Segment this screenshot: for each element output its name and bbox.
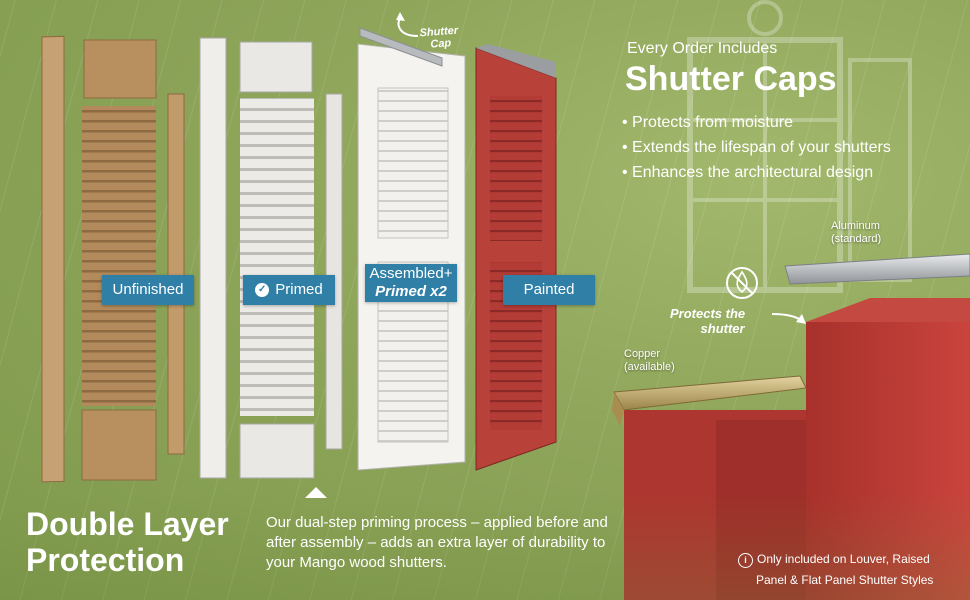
primed-rail-top <box>239 41 313 93</box>
label-unfinished: Unfinished <box>102 275 194 305</box>
aluminum-cap <box>784 253 970 285</box>
copper-cap <box>613 375 807 411</box>
wood-stile-right <box>167 93 185 455</box>
primed-stile-right <box>325 93 343 450</box>
caps-intro: Every Order Includes <box>627 40 778 57</box>
copper-note: (available) <box>624 361 675 373</box>
curved-arrow-icon <box>397 17 419 37</box>
wood-rail-bottom <box>81 409 157 481</box>
protection-title-line2: Protection <box>26 542 185 578</box>
protection-title: Double Layer Protection <box>26 506 229 578</box>
check-badge-icon: ✓ <box>255 283 270 297</box>
protects-line1: Protects the <box>670 306 746 321</box>
copper-name: Copper <box>624 348 661 360</box>
benefit-item: Enhances the architectural design <box>622 160 891 185</box>
label-assembled-line2: Primed x2 <box>375 283 447 300</box>
copper-cap-shutter <box>612 375 807 600</box>
info-icon: i <box>738 553 753 568</box>
pointer-triangle <box>305 487 327 498</box>
protects-callout: Protects the shutter <box>670 306 745 336</box>
label-primed: ✓ Primed <box>243 275 335 305</box>
aluminum-note: (standard) <box>831 233 882 245</box>
wood-stile-left <box>41 35 65 483</box>
copper-label: Copper (available) <box>624 348 675 374</box>
aluminum-label: Aluminum (standard) <box>831 220 881 246</box>
red-shutter-box <box>806 322 970 600</box>
benefit-item: Protects from moisture <box>622 110 891 135</box>
label-painted-text: Painted <box>523 281 575 298</box>
benefit-item: Extends the lifespan of your shutters <box>622 135 891 160</box>
footnote-line1: Only included on Louver, Raised <box>757 552 930 566</box>
benefits-list: Protects from moisture Extends the lifes… <box>622 110 891 185</box>
caps-title: Shutter Caps <box>625 60 837 98</box>
aluminum-name: Aluminum <box>831 220 880 232</box>
label-primed-text: Primed <box>275 281 323 298</box>
wood-louvers <box>82 106 156 406</box>
primed-shutter-parts <box>199 37 343 479</box>
label-assembled: Assembled+ Primed x2 <box>365 264 457 302</box>
painted-shutter <box>475 44 557 471</box>
label-unfinished-text: Unfinished <box>112 281 184 298</box>
primed-rail-bottom <box>239 423 315 479</box>
label-assembled-line1: Assembled+ <box>369 265 453 282</box>
wood-rail-top <box>83 39 157 99</box>
shutter-cap-piece <box>359 27 443 67</box>
footnote-line2: Panel & Flat Panel Shutter Styles <box>756 573 934 587</box>
aluminum-cap-shutter <box>784 253 970 600</box>
shutter-cap-callout: Shutter Cap <box>419 25 459 52</box>
label-painted: Painted <box>503 275 595 305</box>
no-water-drop-icon <box>726 267 758 299</box>
protection-body: Our dual-step priming process – applied … <box>266 514 608 571</box>
primed-stile-left <box>199 37 227 479</box>
curved-arrow-head <box>396 12 405 21</box>
protection-title-line1: Double Layer <box>26 506 229 542</box>
unfinished-shutter-parts <box>41 35 185 483</box>
footnote: i Only included on Louver, Raised Panel &… <box>738 549 963 591</box>
bottom-band <box>0 492 970 600</box>
assembled-primed-shutter <box>357 27 466 471</box>
primed-louvers <box>240 98 314 416</box>
protects-line2: shutter <box>700 321 745 336</box>
